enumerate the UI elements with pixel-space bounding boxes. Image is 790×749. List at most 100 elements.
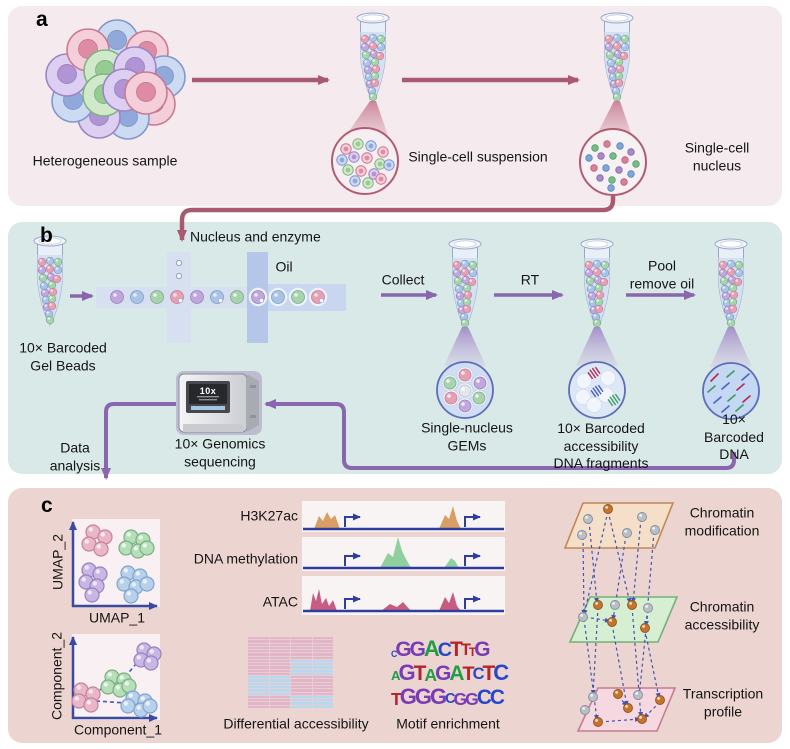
heatmap-row [248, 650, 333, 653]
heatmap-row [248, 692, 333, 695]
heatmap-cell [291, 672, 312, 676]
heatmap-cell [291, 669, 312, 672]
heatmap-cell [248, 646, 269, 650]
network-nodes [577, 504, 665, 727]
heatmap-cell [248, 682, 269, 685]
heatmap-cell [312, 679, 333, 682]
heatmap-cell [291, 692, 312, 695]
heatmap-row [248, 637, 333, 640]
umap-plot [69, 519, 160, 610]
motif-letter: T [450, 637, 463, 661]
atac-peak-2 [439, 592, 461, 611]
heatmap-cell [248, 702, 269, 705]
heatmap-cell [291, 640, 312, 643]
tss-arrow [344, 552, 361, 566]
label-chromatin-accessibility: Chromatin accessibility [684, 598, 760, 633]
label-transcription-profile: Transcription profile [682, 685, 764, 720]
motif-letter: T [413, 661, 427, 685]
heatmap-cell [248, 666, 269, 669]
heatmap-cell [291, 679, 312, 682]
umap-y-axis-label: UMAP_2 [49, 533, 66, 591]
heatmap-row [248, 656, 333, 659]
tss-arrow [464, 552, 481, 566]
cluster-pink [83, 697, 99, 713]
label-single-nucleus-gems: Single-nucleus GEMs [421, 419, 513, 454]
heatmap-row [248, 663, 333, 666]
trajectory-x-axis-label: Component_1 [74, 721, 162, 738]
red-fragment-bundle [587, 366, 601, 380]
heatmap-cell [248, 663, 269, 666]
heatmap-cell [248, 699, 269, 702]
heatmap-cell [312, 650, 333, 653]
motif-letter: C [391, 648, 398, 659]
heatmap-cell [269, 692, 290, 695]
tss-arrow [344, 595, 361, 609]
barcoded-dna-tube [702, 238, 760, 420]
heatmap-cell [269, 666, 290, 669]
suspension-tube [331, 12, 399, 195]
heatmap-row [248, 685, 333, 689]
heatmap-cell [269, 702, 290, 705]
tss-arrow [464, 595, 481, 609]
motif-letter: C [437, 638, 452, 661]
gel-beads-in-channel [110, 287, 328, 307]
panel-b-letter: b [40, 224, 53, 247]
heatmap-cell [291, 689, 312, 692]
heatmap-cell [248, 643, 269, 646]
motif-letter: T [462, 662, 474, 685]
heatmap-cell [312, 705, 333, 708]
h3k27ac-peak-2 [439, 506, 461, 529]
motif-letter: T [460, 641, 471, 660]
magnified-gems [441, 366, 489, 415]
heatmap-row [248, 705, 333, 708]
magnified-barcoded-dna [707, 370, 751, 413]
motif-letter: C [472, 665, 485, 684]
heatmap-cell [291, 656, 312, 659]
motif-letter: G [435, 661, 451, 685]
label-gel-beads: 10× Barcoded Gel Beads [19, 339, 107, 374]
cluster-blue [139, 576, 155, 592]
motif-letter: G [414, 683, 432, 709]
gel-beads-tube [33, 235, 67, 326]
heatmap-cell [291, 705, 312, 708]
label-genomics-sequencing: 10× Genomics sequencing [174, 435, 266, 470]
motif-letter: G [399, 683, 417, 709]
motif-letter: C [445, 691, 455, 708]
label-differential-accessibility: Differential accessibility [223, 715, 369, 732]
heatmap-cell [248, 650, 269, 653]
heatmap-row [248, 702, 333, 705]
heatmap-cell [291, 682, 312, 685]
sequencer-screen-text: 10x [199, 386, 217, 396]
heatmap-cell [269, 643, 290, 646]
tss-arrow [464, 513, 481, 527]
label-barcoded-fragments: 10× Barcoded accessibility DNA fragments [553, 419, 649, 471]
heatmap-cell [291, 676, 312, 679]
motif-letter: G [430, 683, 447, 709]
motif-letter: A [424, 664, 437, 685]
heatmap-cell [248, 705, 269, 708]
heatmap-cell [312, 666, 333, 669]
heatmap-cell [312, 659, 333, 663]
heatmap-cell [291, 699, 312, 702]
heatmap-cell [248, 689, 269, 692]
heatmap-cell [269, 682, 290, 685]
motif-letter: G [474, 637, 490, 661]
heatmap-cell [291, 663, 312, 666]
umap-x-axis-label: UMAP_1 [88, 609, 146, 626]
label-heterogeneous-sample: Heterogeneous sample [32, 152, 178, 169]
heatmap-cell [291, 702, 312, 705]
motif-letter: A [449, 661, 464, 685]
cluster-green [139, 540, 155, 556]
heatmap-row [248, 682, 333, 685]
heatmap-cell [312, 676, 333, 679]
methylation-peak-2 [444, 558, 459, 568]
track-label-h3k27ac: H3K27ac [240, 507, 298, 524]
heatmap-cell [312, 695, 333, 699]
cluster-blue [142, 698, 158, 714]
trajectory-y-axis-label: Component_2 [48, 632, 65, 720]
heatmap-cell [248, 679, 269, 682]
cluster-blue [123, 588, 139, 604]
